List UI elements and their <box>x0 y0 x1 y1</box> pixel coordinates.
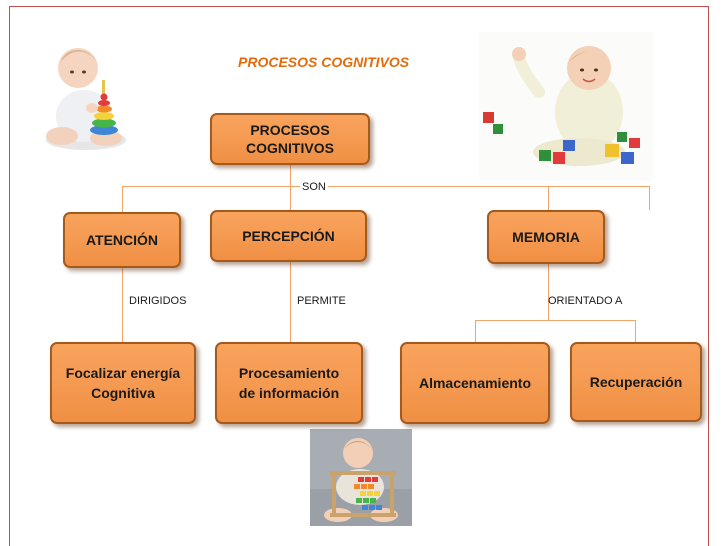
node-memoria: MEMORIA <box>487 210 605 264</box>
label-permite: PERMITE <box>297 295 346 307</box>
connector-atencion-to-focalizar <box>122 268 123 342</box>
node-procesamiento-line2: de información <box>238 385 340 401</box>
node-atencion: ATENCIÓN <box>63 212 181 268</box>
node-almacenamiento: Almacenamiento <box>400 342 550 424</box>
node-focalizar-line1: Focalizar energía <box>65 365 181 381</box>
node-percepcion: PERCEPCIÓN <box>210 210 367 262</box>
node-focalizar-line2: Cognitiva <box>91 385 155 401</box>
connector-right-tail <box>649 186 650 210</box>
connector-percepcion-to-procesamiento <box>290 262 291 342</box>
baby-abacus-illustration <box>310 429 412 526</box>
node-procesos-cognitivos-line1: PROCESOS <box>250 122 330 138</box>
node-memoria-label: MEMORIA <box>512 229 580 245</box>
node-focalizar-energia: Focalizar energía Cognitiva <box>50 342 196 424</box>
connector-root-down <box>290 163 291 187</box>
node-procesos-cognitivos: PROCESOS COGNITIVOS <box>210 113 370 165</box>
label-orientado-a: ORIENTADO A <box>548 295 623 307</box>
node-procesos-cognitivos-line2: COGNITIVOS <box>246 140 334 156</box>
node-procesamiento-line1: Procesamiento <box>238 365 340 381</box>
baby-blocks-illustration <box>479 32 653 181</box>
node-percepcion-label: PERCEPCIÓN <box>242 228 335 244</box>
baby-rings-illustration <box>44 28 130 152</box>
connector-memoria-horizontal <box>475 320 636 321</box>
node-recuperacion-label: Recuperación <box>589 374 683 390</box>
baby-with-stacking-rings-photo <box>44 28 130 152</box>
node-procesamiento-informacion: Procesamiento de información <box>215 342 363 424</box>
connector-to-atencion <box>122 186 123 212</box>
connector-to-percepcion <box>290 186 291 212</box>
node-recuperacion: Recuperación <box>570 342 702 422</box>
node-almacenamiento-label: Almacenamiento <box>418 375 532 391</box>
label-dirigidos: DIRIGIDOS <box>129 295 187 307</box>
connector-horizontal-top <box>122 186 650 187</box>
label-son: SON <box>300 181 328 193</box>
connector-to-almacenamiento <box>475 320 476 342</box>
diagram-title: PROCESOS COGNITIVOS <box>238 54 410 70</box>
page-frame <box>9 6 709 546</box>
baby-with-blocks-photo <box>479 32 653 181</box>
connector-memoria-down <box>548 264 549 320</box>
connector-to-recuperacion <box>635 320 636 342</box>
connector-to-memoria <box>548 186 549 210</box>
node-atencion-label: ATENCIÓN <box>85 232 159 248</box>
baby-with-abacus-photo <box>310 429 412 526</box>
